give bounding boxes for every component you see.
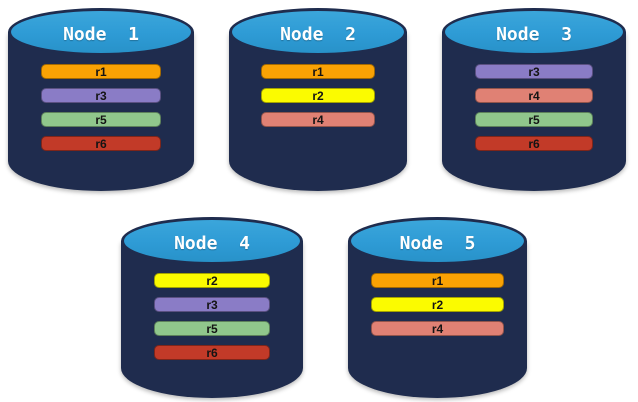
- replica-bar-r2: r2: [261, 88, 375, 103]
- replica-bar-r1: r1: [261, 64, 375, 79]
- node-2-label: Node 2: [280, 24, 356, 45]
- node-3-replica-list: r3 r4 r5 r6: [442, 64, 626, 151]
- node-2-cylinder-top: Node 2: [229, 8, 407, 56]
- node-1-cylinder: Node 1 r1 r3 r5 r6: [8, 8, 194, 191]
- replica-bar-r3: r3: [153, 297, 271, 312]
- node-3-label: Node 3: [496, 24, 572, 45]
- node-4-label: Node 4: [174, 233, 250, 254]
- node-5-cylinder: Node 5 r1 r2 r4: [348, 217, 527, 398]
- node-4-replica-list: r2 r3 r5 r6: [121, 273, 303, 360]
- node-1-replica-list: r1 r3 r5 r6: [8, 64, 194, 151]
- node-3-cylinder: Node 3 r3 r4 r5 r6: [442, 8, 626, 191]
- replica-bar-r2: r2: [153, 273, 271, 288]
- node-1-cylinder-body: [8, 32, 194, 191]
- node-2-cylinder: Node 2 r1 r2 r4: [229, 8, 407, 191]
- replica-bar-r5: r5: [41, 112, 161, 127]
- replica-bar-r4: r4: [261, 112, 375, 127]
- replica-bar-r6: r6: [153, 345, 271, 360]
- replica-bar-r5: r5: [475, 112, 593, 127]
- node-4-cylinder-body: [121, 241, 303, 398]
- node-5-cylinder-body: [348, 241, 527, 398]
- node-2-replica-list: r1 r2 r4: [229, 64, 407, 127]
- replica-bar-r2: r2: [371, 297, 504, 312]
- node-3-cylinder-body: [442, 32, 626, 191]
- replica-bar-r4: r4: [475, 88, 593, 103]
- node-4-cylinder: Node 4 r2 r3 r5 r6: [121, 217, 303, 398]
- node-5-replica-list: r1 r2 r4: [348, 273, 527, 336]
- node-2-cylinder-body: [229, 32, 407, 191]
- replica-bar-r1: r1: [41, 64, 161, 79]
- node-3-cylinder-top: Node 3: [442, 8, 626, 56]
- replica-bar-r5: r5: [153, 321, 271, 336]
- replica-bar-r6: r6: [475, 136, 593, 151]
- replica-bar-r4: r4: [371, 321, 504, 336]
- replica-bar-r3: r3: [475, 64, 593, 79]
- replica-bar-r3: r3: [41, 88, 161, 103]
- node-4-cylinder-top: Node 4: [121, 217, 303, 265]
- node-5-label: Node 5: [399, 233, 476, 254]
- node-1-cylinder-top: Node 1: [8, 8, 194, 56]
- node-1-label: Node 1: [63, 24, 139, 45]
- node-5-cylinder-top: Node 5: [348, 217, 527, 265]
- replica-bar-r6: r6: [41, 136, 161, 151]
- replica-bar-r1: r1: [371, 273, 504, 288]
